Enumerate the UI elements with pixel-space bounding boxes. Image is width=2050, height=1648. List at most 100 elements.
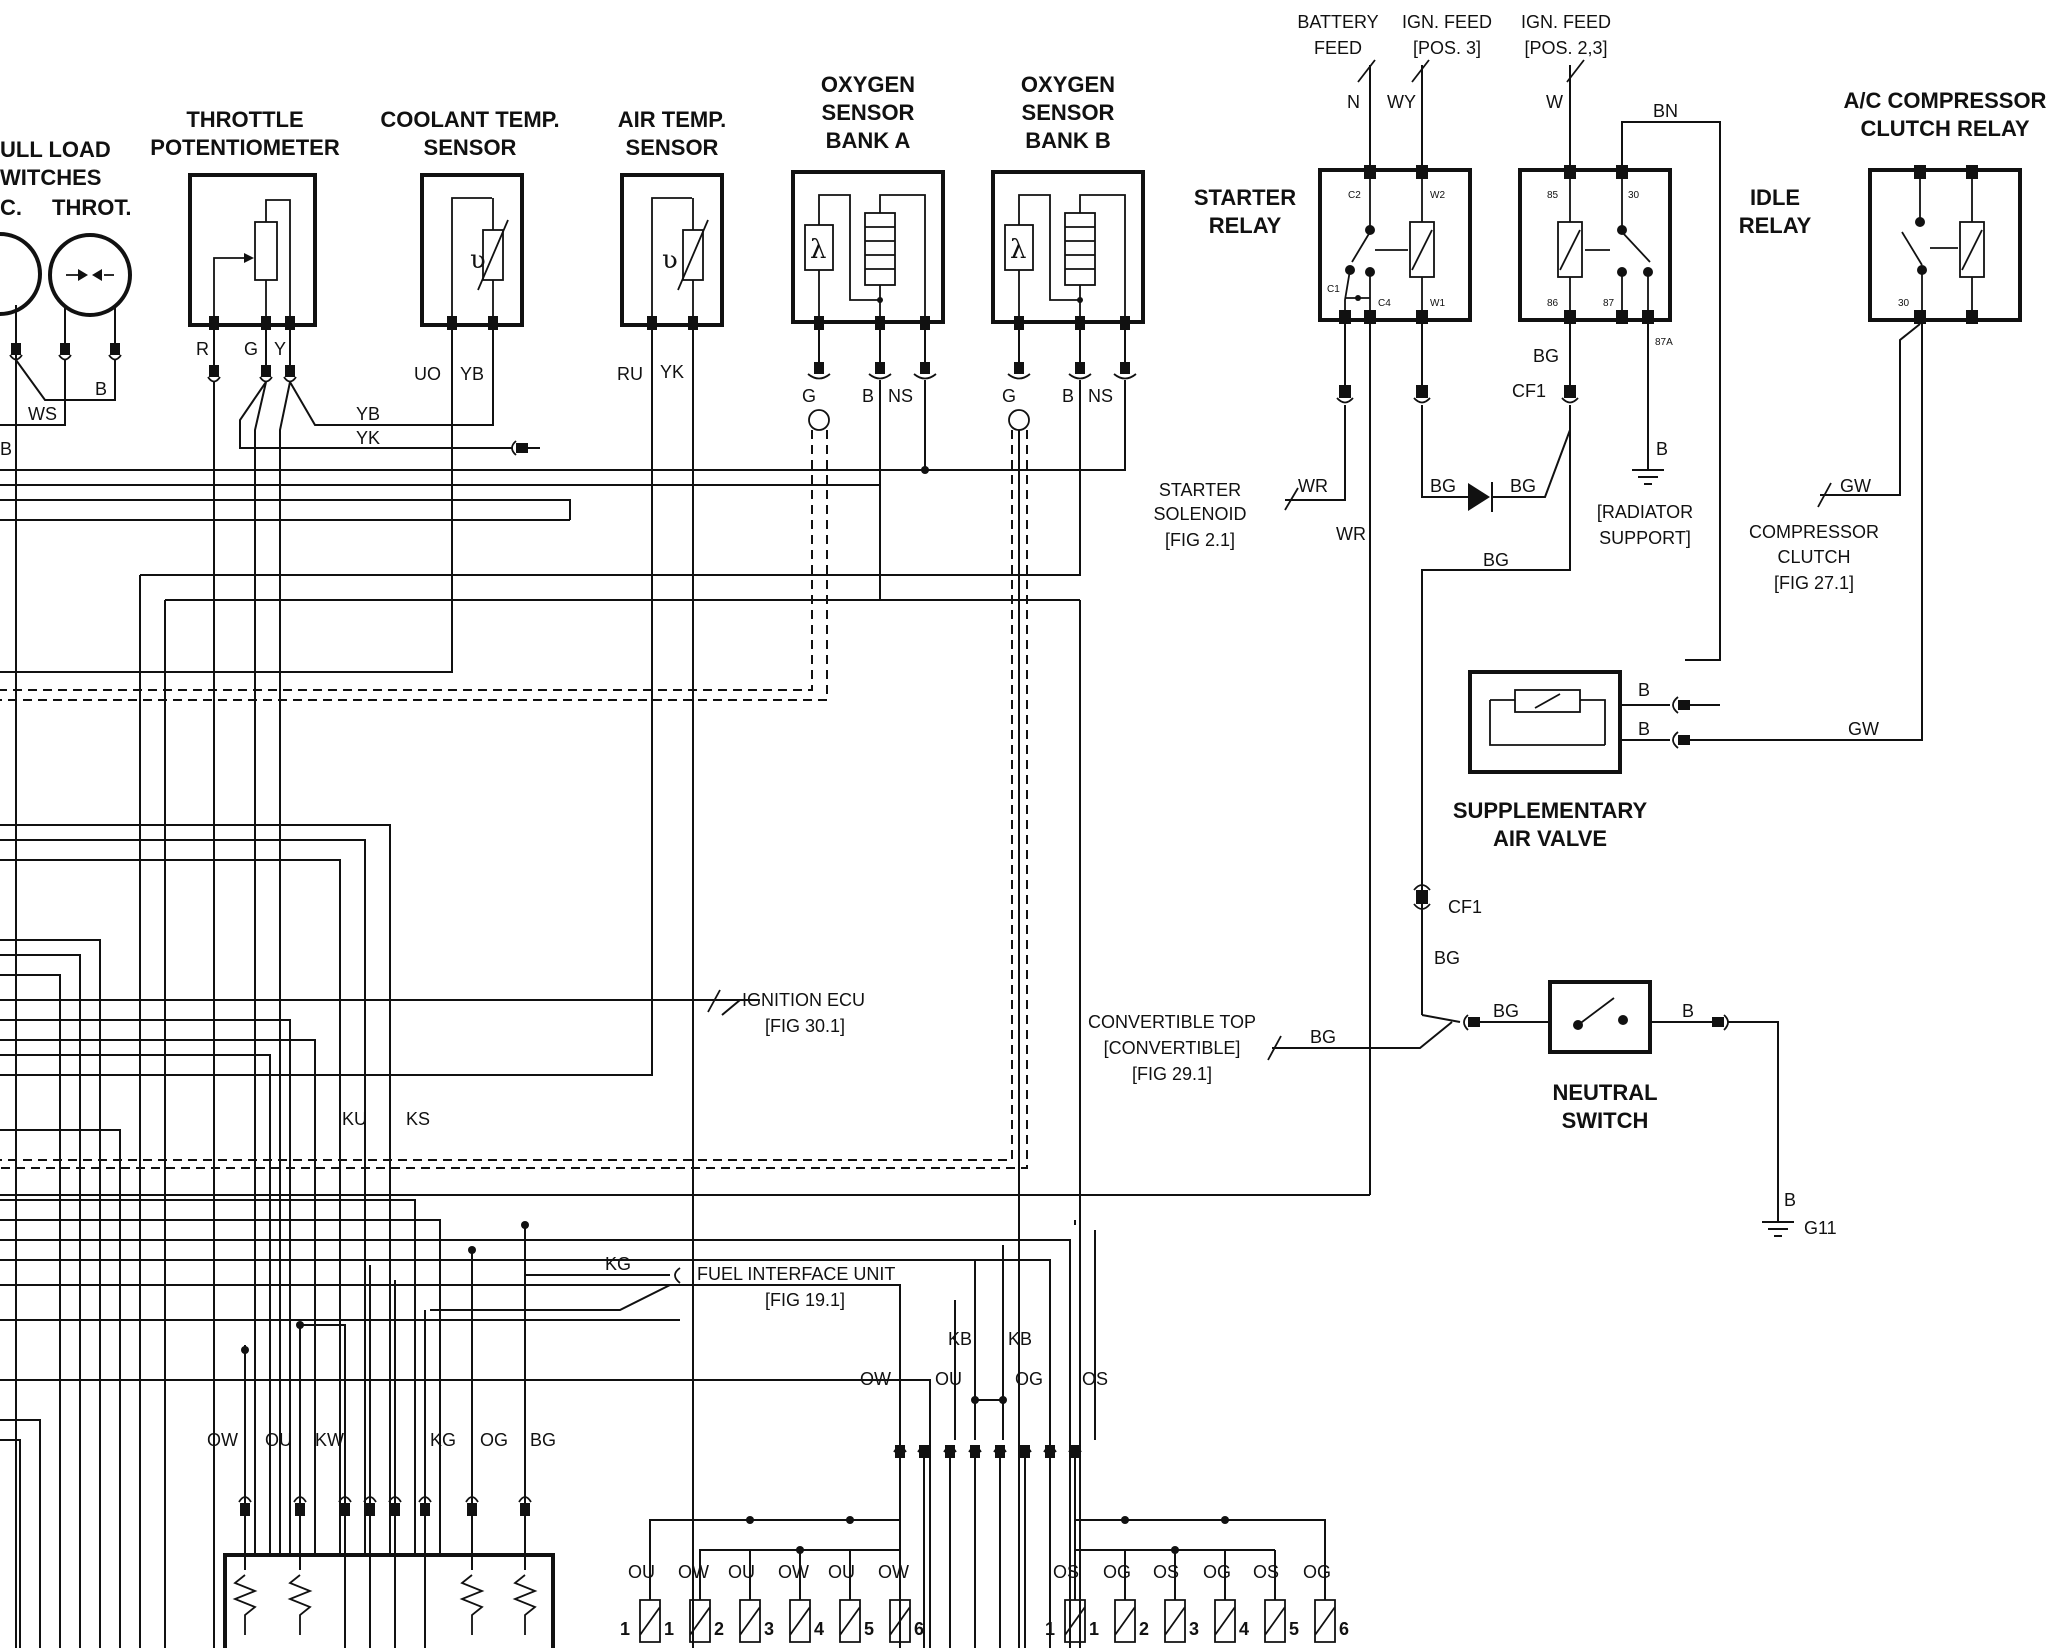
wire-label-bg: BG xyxy=(1510,476,1536,496)
idle-relay-box xyxy=(1518,168,1672,322)
coolant-temp-sensor: COOLANT TEMP. SENSOR ʋ UO YB xyxy=(380,107,559,384)
injector-number: 1 xyxy=(1089,1619,1099,1639)
wire-label-g: G xyxy=(802,386,816,406)
wire-label-ow: OW xyxy=(860,1369,891,1389)
starter-solenoid-3: [FIG 2.1] xyxy=(1165,530,1235,550)
injector-icon xyxy=(889,1599,911,1643)
ac-relay-title-1: A/C COMPRESSOR xyxy=(1844,88,2047,113)
wire-label-ru: RU xyxy=(617,364,643,384)
oxygen-sensor-bank-b: OXYGEN SENSOR BANK B λ G B NS xyxy=(991,72,1145,406)
temperature-symbol: ʋ xyxy=(470,245,486,275)
ignition-ecu-fig: [FIG 30.1] xyxy=(765,1016,845,1036)
wire-label-bg: BG xyxy=(1310,1027,1336,1047)
injector-icon xyxy=(1264,1599,1286,1643)
wire-label-yb: YB xyxy=(356,404,380,424)
idle-relay: IDLE RELAY BN 85 30 86 87 87A BG CF1 xyxy=(1421,65,1812,1000)
radiator-support-1: [RADIATOR xyxy=(1597,502,1693,522)
wire-label-gw: GW xyxy=(1840,476,1871,496)
diode-icon xyxy=(1468,483,1490,511)
ground-g11-label: G11 xyxy=(1804,1218,1837,1238)
wire-label-b: B xyxy=(1784,1190,1796,1210)
wire-label-bg: BG xyxy=(1434,948,1460,968)
o2-a-title-1: OXYGEN xyxy=(821,72,915,97)
injector-icon xyxy=(639,1599,661,1643)
wire-label-bg: BG xyxy=(1533,346,1559,366)
neutral-switch-title-1: NEUTRAL xyxy=(1552,1080,1657,1105)
pin-c2: C2 xyxy=(1348,190,1361,201)
ac-relay-title-2: CLUTCH RELAY xyxy=(1860,116,2029,141)
injector-number: 6 xyxy=(914,1619,924,1639)
coolant-title-1: COOLANT TEMP. xyxy=(380,107,559,132)
o2-b-title-3: BANK B xyxy=(1025,128,1111,153)
o2-b-title-2: SENSOR xyxy=(1022,100,1115,125)
full-load-title-1: ULL LOAD xyxy=(0,137,111,162)
full-load-left-label: C. xyxy=(0,195,22,220)
switch-contact-icon xyxy=(1577,997,1615,1026)
wire-label-ns: NS xyxy=(888,386,913,406)
injector-icon xyxy=(1214,1599,1236,1643)
injector-wire-label: OU xyxy=(628,1562,655,1582)
neutral-switch: CF1 BG BG B B G11 NEUTRAL SWITCH xyxy=(1413,884,1837,1238)
injector-number: 4 xyxy=(814,1619,824,1639)
coolant-title-2: SENSOR xyxy=(424,135,517,160)
wire-label-bg: BG xyxy=(1483,550,1509,570)
wire-label-og: OG xyxy=(480,1430,508,1450)
wire-label-os: OS xyxy=(1082,1369,1108,1389)
wire-label-w: W xyxy=(1546,92,1563,112)
ign-feed-pos3-1: IGN. FEED xyxy=(1402,12,1492,32)
injector-icon xyxy=(789,1599,811,1643)
throttle-potentiometer: THROTTLE POTENTIOMETER R G Y xyxy=(150,107,340,383)
injector-wire-label: OU xyxy=(828,1562,855,1582)
radiator-support-2: SUPPORT] xyxy=(1599,528,1691,548)
idle-relay-title-1: IDLE xyxy=(1750,185,1800,210)
injector-number: 1 xyxy=(664,1619,674,1639)
ac-relay-box xyxy=(1868,168,2022,322)
wire-label-b: B xyxy=(1062,386,1074,406)
wire-label-b: B xyxy=(862,386,874,406)
o2-a-title-2: SENSOR xyxy=(822,100,915,125)
wire-label-ns: NS xyxy=(1088,386,1113,406)
starter-relay-box xyxy=(1318,168,1472,322)
pin-w2: W2 xyxy=(1430,190,1445,201)
injector-icon xyxy=(1064,1599,1086,1643)
wire-label-og: OG xyxy=(1015,1369,1043,1389)
air-temp-title-1: AIR TEMP. xyxy=(618,107,726,132)
injector-number: 3 xyxy=(764,1619,774,1639)
injector-icon xyxy=(839,1599,861,1643)
convertible-top-1: CONVERTIBLE TOP xyxy=(1088,1012,1256,1032)
wire-label-bg: BG xyxy=(1430,476,1456,496)
sensor-harness-wires: YB YK xyxy=(0,360,1126,1648)
full-load-switch-throttle-icon xyxy=(48,233,132,317)
wire-label-yb: YB xyxy=(460,364,484,384)
injector-icon xyxy=(1314,1599,1336,1643)
starter-relay-title-2: RELAY xyxy=(1209,213,1282,238)
starter-solenoid-2: SOLENOID xyxy=(1153,504,1246,524)
ign-feed-pos23-1: IGN. FEED xyxy=(1521,12,1611,32)
supp-air-valve-title-2: AIR VALVE xyxy=(1493,826,1607,851)
injector-icon xyxy=(739,1599,761,1643)
valve-coil-icon xyxy=(1514,689,1581,713)
feeds: BATTERY FEED IGN. FEED [POS. 3] IGN. FEE… xyxy=(1297,12,1611,112)
battery-feed-2: FEED xyxy=(1314,38,1362,58)
neutral-switch-box xyxy=(1548,980,1652,1054)
wire-label-bg: BG xyxy=(530,1430,556,1450)
idle-relay-title-2: RELAY xyxy=(1739,213,1812,238)
starter-relay: STARTER RELAY C2 W2 C1 C4 W1 xyxy=(0,65,1571,1196)
compressor-clutch-3: [FIG 27.1] xyxy=(1774,573,1854,593)
pin-30: 30 xyxy=(1898,298,1910,309)
full-load-title-2: WITCHES xyxy=(0,165,101,190)
ign-feed-pos23-2: [POS. 2,3] xyxy=(1524,38,1607,58)
air-temp-sensor-box xyxy=(620,173,724,327)
compressor-clutch-1: COMPRESSOR xyxy=(1749,522,1879,542)
injector-icon xyxy=(1164,1599,1186,1643)
pin-c1: C1 xyxy=(1327,284,1340,295)
starter-relay-title-1: STARTER xyxy=(1194,185,1296,210)
wire-label-b: B xyxy=(95,379,107,399)
o2-a-title-3: BANK A xyxy=(826,128,911,153)
o2-sensor-b-box xyxy=(991,170,1145,324)
ac-compressor-clutch-relay: A/C COMPRESSOR CLUTCH RELAY 30 GW COMPRE… xyxy=(1685,88,2047,741)
wire-label-bn: BN xyxy=(1653,101,1678,121)
